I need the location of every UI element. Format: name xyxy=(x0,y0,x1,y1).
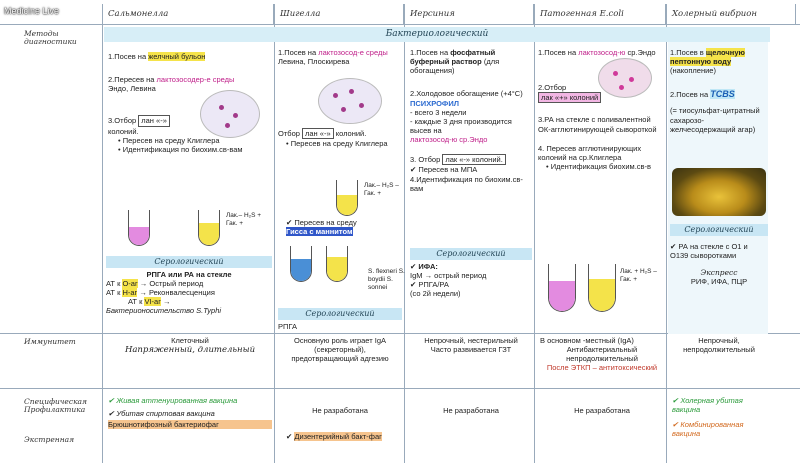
col-header-yersinia: Иерсиния xyxy=(404,4,534,24)
test-tube-image xyxy=(326,246,348,282)
ecoli-methods: 1.Посев на лактозосод-ю ср.Эндо 2.Отбор … xyxy=(538,48,657,171)
tube-label: Лак. + H₂S – Гак. + xyxy=(620,268,657,283)
yersinia-serology: Серологический ✔ ИФА: IgM → острый перио… xyxy=(410,246,532,298)
serological-header: Серологический xyxy=(106,256,272,268)
shigella-serology: Серологический РПГА xyxy=(278,306,402,331)
shigella-methods: 1.Посев на лактозосод-е среды Левина, Пл… xyxy=(278,48,388,149)
tube-label: Лак.– H₂S + Гак. + xyxy=(226,212,262,227)
cholera-prophylaxis: ✔ Холерная убитая вакцина ✔ Комбинирован… xyxy=(672,396,744,439)
salmonella-methods: 1.Посев на желчный бульон 2.Пересев на л… xyxy=(108,52,243,154)
yersinia-methods: 1.Посев на фосфатный буферный раствор (д… xyxy=(410,48,523,193)
divider xyxy=(666,4,667,463)
test-tube-image xyxy=(198,210,220,246)
test-tube-image xyxy=(588,264,616,312)
divider xyxy=(102,4,103,463)
test-tube-image xyxy=(336,180,358,216)
yersinia-prophylaxis: Не разработана xyxy=(443,406,499,415)
bacteriological-header: Бактериологический xyxy=(104,27,770,42)
petri-dish-image xyxy=(318,78,382,124)
row-label-emergency: Экстренная xyxy=(24,435,75,444)
shigella-emergency: ✔ Дизентерийный бакт-фаг xyxy=(286,432,382,441)
cholera-immunity: Непрочный, непродолжительный xyxy=(683,336,755,355)
col-header-cholera: Холерный вибрион xyxy=(666,4,796,24)
divider xyxy=(0,24,800,25)
col-header-shigella: Шигелла xyxy=(274,4,404,24)
shigella-immunity: Основную роль играет IgA (секреторный), … xyxy=(291,336,389,364)
shigella-prophylaxis: Не разработана xyxy=(312,406,368,415)
test-tube-image xyxy=(128,210,150,246)
divider xyxy=(274,4,275,463)
tube-label: Лак.– H₂S – Гак. + xyxy=(364,182,399,197)
row-label-specific: Специфическая Профилактика xyxy=(24,397,87,415)
petri-dish-image xyxy=(598,58,652,98)
shigella-species: S. flexneri S. boydii S. sonnei xyxy=(368,268,405,291)
cholera-serology: Серологический ✔ РА на стекле с О1 и О13… xyxy=(670,222,768,286)
petri-dish-image xyxy=(200,90,260,138)
salmonella-serology: Серологический РПГА или РА на стекле АТ … xyxy=(106,254,272,315)
divider xyxy=(0,388,800,389)
serological-header: Серологический xyxy=(670,224,768,236)
salmonella-immunity: Клеточный Напряженный, длительный xyxy=(124,336,256,356)
col-header-ecoli: Патогенная E.coli xyxy=(534,4,666,24)
col-header-salmonella: Сальмонелла xyxy=(102,4,274,24)
watermark: Medicine Live xyxy=(4,6,60,16)
ecoli-prophylaxis: Не разработана xyxy=(574,406,630,415)
salmonella-prophylaxis: ✔ Живая аттенуированная вакцина ✔ Убитая… xyxy=(108,396,272,430)
serological-header: Серологический xyxy=(410,248,532,260)
test-tube-image xyxy=(548,264,576,312)
row-label-methods: Методы диагностики xyxy=(24,29,77,47)
row-label-immunity: Иммунитет xyxy=(24,337,76,346)
ecoli-immunity: В основном -местный (IgA) Антибактериаль… xyxy=(540,336,658,373)
test-tube-image xyxy=(290,246,312,282)
cholera-methods: 1.Посев в щелочную пептонную воду (накоп… xyxy=(670,48,760,134)
tcbs-agar-photo xyxy=(672,168,766,216)
serological-header: Серологический xyxy=(278,308,402,320)
divider xyxy=(0,333,800,334)
divider xyxy=(404,4,405,463)
divider xyxy=(534,4,535,463)
shigella-gissa: ✔ Пересев на среду Гисса с маннитом xyxy=(286,218,357,237)
